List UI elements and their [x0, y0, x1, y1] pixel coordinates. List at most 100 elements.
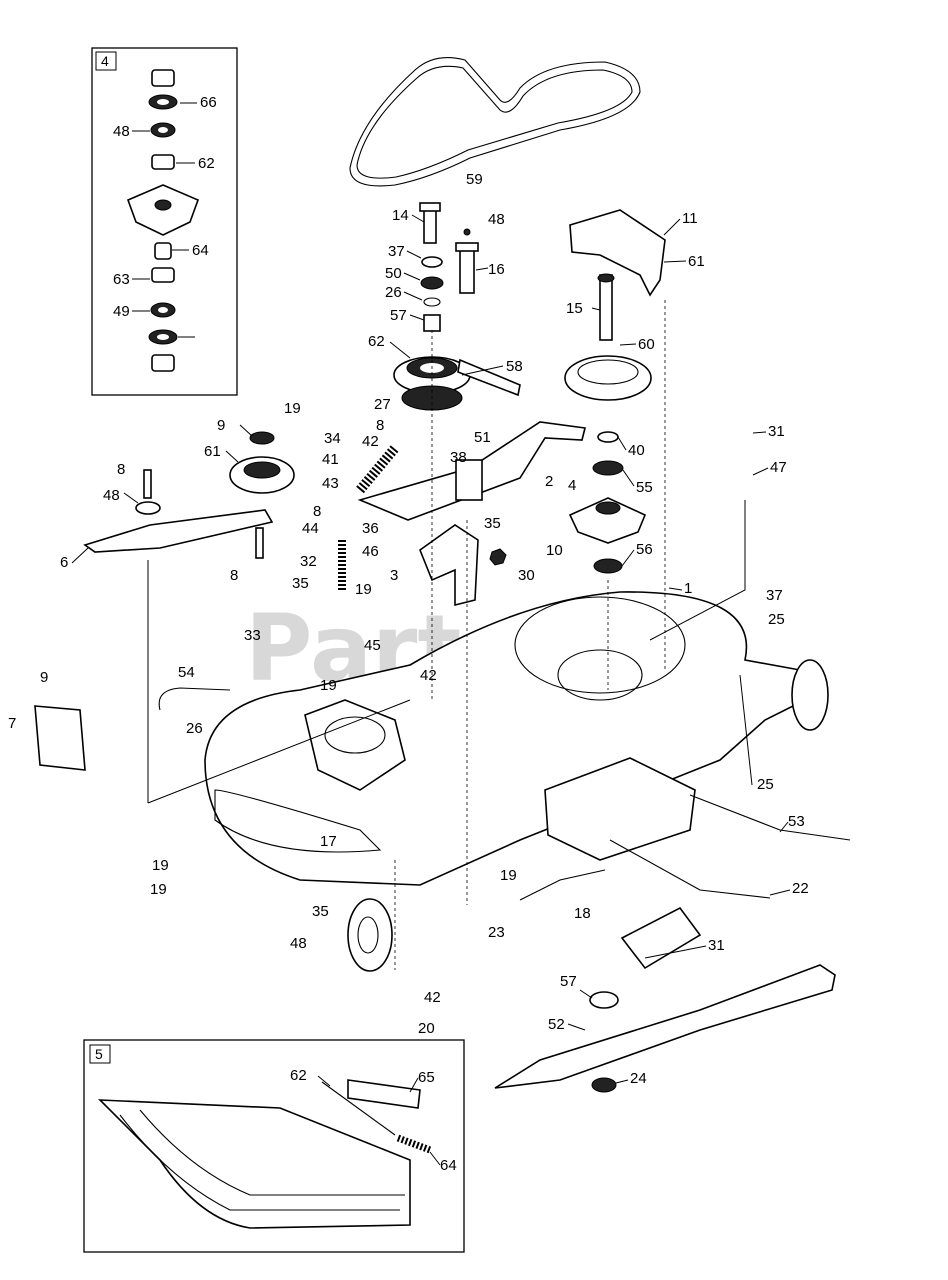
- callout-58: 61: [204, 443, 221, 460]
- callout-54: 57: [390, 307, 407, 324]
- mower-blade: [494, 964, 836, 1089]
- callout-44: 48: [488, 211, 505, 228]
- callout-63: 64: [440, 1157, 457, 1174]
- leader-lines: [71, 102, 791, 1166]
- callout-34: 35: [484, 515, 501, 532]
- callout-42: 46: [362, 543, 379, 560]
- callout-1: 1: [684, 580, 692, 597]
- callout-56: 59: [466, 171, 483, 188]
- callout-19: 19: [320, 677, 337, 694]
- spindle-cover: [569, 209, 666, 297]
- callout-49: 52: [548, 1016, 565, 1033]
- callout-42: 45: [364, 637, 381, 654]
- callout-66: 66: [200, 94, 217, 111]
- callout-61: 62: [290, 1067, 307, 1084]
- callout-14: 15: [566, 300, 583, 317]
- callout-29: 31: [708, 937, 725, 954]
- callout-8: 8: [376, 417, 384, 434]
- callout-57: 60: [638, 336, 655, 353]
- inset-box-4: 4: [91, 47, 238, 396]
- callout-46: 49: [113, 303, 130, 320]
- callout-20: 22: [792, 880, 809, 897]
- callout-8: 8: [230, 567, 238, 584]
- callout-55: 58: [506, 358, 523, 375]
- callout-9: 9: [40, 669, 48, 686]
- callout-48: 50: [385, 265, 402, 282]
- callout-60: 61: [688, 253, 705, 270]
- spindle-pulley: [564, 355, 652, 401]
- callout-13: 14: [392, 207, 409, 224]
- inset-box-5-label: 5: [95, 1046, 103, 1062]
- callout-23: 24: [630, 1070, 647, 1087]
- callout-19: 19: [152, 857, 169, 874]
- callout-45: 48: [103, 487, 120, 504]
- callout-27: 30: [518, 567, 535, 584]
- callout-17: 18: [574, 905, 591, 922]
- callout-50: 53: [788, 813, 805, 830]
- callout-51: 54: [178, 664, 195, 681]
- drive-belt: [349, 57, 641, 187]
- callout-37: 38: [450, 449, 467, 466]
- callout-15: 16: [488, 261, 505, 278]
- callout-labels: 66 48 62 64 63 49 59 14 48 37 16 50 26 5…: [8, 94, 809, 1174]
- callout-22: 23: [488, 924, 505, 941]
- center-idler-stack: [393, 202, 521, 411]
- callout-36: 37: [766, 587, 783, 604]
- callout-39: 41: [322, 451, 339, 468]
- rear-wheel: [791, 659, 829, 731]
- callout-7: 7: [8, 715, 16, 732]
- callout-52: 55: [636, 479, 653, 496]
- callout-8: 8: [313, 503, 321, 520]
- idler-arm: [83, 509, 274, 553]
- callout-64: 65: [418, 1069, 435, 1086]
- callout-53: 57: [560, 973, 577, 990]
- callout-46: 48: [113, 123, 130, 140]
- callout-10: 9: [217, 417, 225, 434]
- callout-43: 47: [770, 459, 787, 476]
- inset-box-4-label: 4: [101, 53, 109, 69]
- callout-30: 32: [300, 553, 317, 570]
- callout-12: 11: [682, 210, 698, 227]
- callout-11: 10: [546, 542, 563, 559]
- callout-31: 34: [324, 430, 341, 447]
- callout-38: 40: [628, 442, 645, 459]
- callout-6: 6: [60, 554, 68, 571]
- callout-41: 42: [424, 989, 441, 1006]
- callout-40: 42: [420, 667, 437, 684]
- callout-2: 2: [545, 473, 553, 490]
- callout-25: 26: [186, 720, 203, 737]
- callout-28: 31: [768, 423, 785, 440]
- callout-32: 33: [244, 627, 261, 644]
- callout-19: 19: [284, 400, 301, 417]
- callout-42: 44: [302, 520, 319, 537]
- callout-52: 56: [636, 541, 653, 558]
- callout-59: 62: [368, 333, 385, 350]
- callout-42: 43: [322, 475, 339, 492]
- callout-19: 20: [418, 1020, 435, 1037]
- callout-26: 27: [374, 396, 391, 413]
- callout-3: 3: [390, 567, 398, 584]
- callout-24: 25: [757, 776, 774, 793]
- mower-deck: [204, 591, 806, 886]
- callout-62: 62: [198, 155, 215, 172]
- callout-4: 4: [568, 477, 576, 494]
- callout-33: 35: [312, 903, 329, 920]
- callout-35: 36: [362, 520, 379, 537]
- callout-48: 51: [474, 429, 491, 446]
- callout-16: 17: [320, 833, 337, 850]
- inset-box-5: 5: [83, 1039, 465, 1253]
- callout-18: 19: [150, 881, 167, 898]
- callout-47: 48: [290, 935, 307, 952]
- callout-8: 8: [117, 461, 125, 478]
- callout-26: 26: [385, 284, 402, 301]
- callout-42: 42: [362, 433, 379, 450]
- callout-19: 19: [500, 867, 517, 884]
- callout-62: 63: [113, 271, 130, 288]
- callout-19: 19: [355, 581, 372, 598]
- callout-35: 35: [292, 575, 309, 592]
- callout-21: 25: [768, 611, 785, 628]
- callout-65: 64: [192, 242, 209, 259]
- callout-37: 37: [388, 243, 405, 260]
- front-wheel: [347, 898, 393, 972]
